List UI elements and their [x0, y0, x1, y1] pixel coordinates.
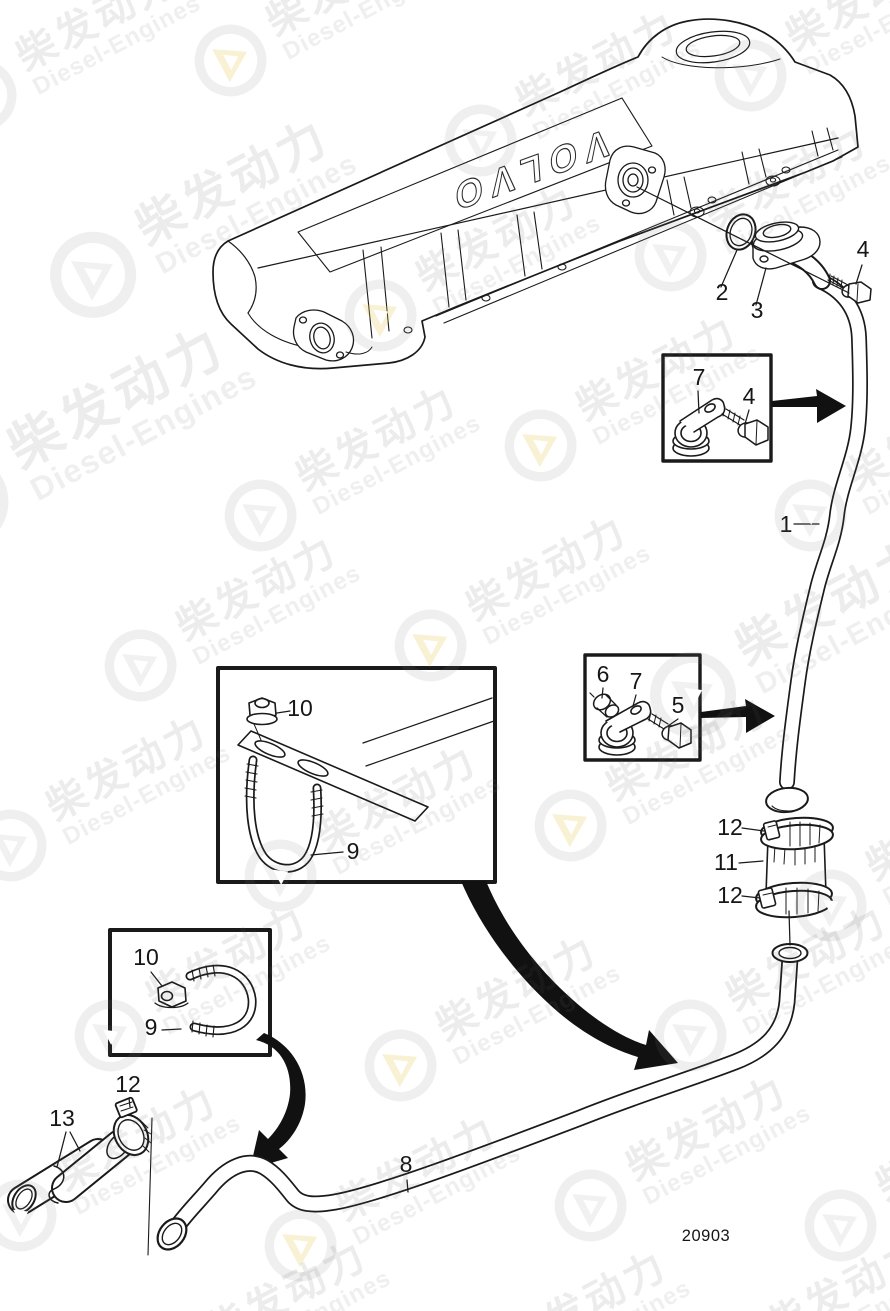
clamp-part-12-bottom: [112, 1096, 152, 1157]
oil-filler-cap: [661, 30, 781, 69]
callout-box-clamp-lower: [583, 653, 702, 762]
bolt-icon: [721, 406, 769, 446]
part-label-7-box2: 7: [630, 668, 643, 694]
pin-icon: [589, 692, 620, 718]
part-label-6-box2: 6: [597, 661, 610, 687]
valve-cover-drawing: [212, 18, 859, 370]
callout-box-ubolt-bracket: [216, 666, 497, 884]
part-label-4-top: 4: [857, 236, 870, 262]
bolt-icon: [647, 711, 692, 749]
callout-arrow-upper: [772, 389, 846, 423]
surface-lines: [362, 697, 495, 767]
part-label-10-bracket: 10: [287, 695, 313, 721]
curved-arrow-large: [461, 881, 678, 1070]
part-label-1: 1: [780, 511, 793, 537]
part-label-12-bottom: 12: [115, 1071, 141, 1097]
figure-number: 20903: [682, 1227, 730, 1245]
breather-flange: [604, 145, 666, 215]
flange-nut-icon: [246, 697, 278, 726]
part-label-11: 11: [714, 849, 738, 875]
hose-open-end-top: [771, 943, 809, 963]
part-label-9-small: 9: [145, 1014, 158, 1040]
part-label-7-box1: 7: [693, 364, 706, 390]
leader-lines: [56, 186, 863, 1193]
clamp-part-12-upper: [760, 816, 834, 851]
u-bolt-icon: [244, 755, 324, 873]
callout-box-clamp-upper: [661, 353, 773, 463]
elbow-part-3: [751, 221, 831, 290]
part-label-13: 13: [49, 1105, 75, 1131]
cover-ribs: [362, 127, 834, 339]
strap-bracket-icon: [237, 730, 429, 822]
part-label-10-small: 10: [133, 944, 159, 970]
p-clamp-icon: [598, 700, 652, 756]
left-flange-plate: [292, 309, 373, 362]
hose-collar-end: [156, 1217, 188, 1251]
part-label-2: 2: [716, 279, 729, 305]
hose-bell-end: [765, 786, 809, 814]
part-label-9-bracket: 9: [347, 838, 360, 864]
part-label-12-lower: 12: [717, 882, 743, 908]
break-line: [147, 1117, 153, 1256]
pipe-part-13: [7, 1129, 135, 1215]
cover-bolt-tabs: [689, 175, 781, 218]
p-clamp-icon: [672, 397, 726, 457]
curved-arrow-small: [250, 1033, 306, 1169]
flange-nut-icon: [154, 981, 189, 1009]
bolt-part-4-top: [827, 273, 872, 304]
part-label-3: 3: [751, 297, 764, 323]
callout-box-ubolt-small: [108, 928, 272, 1057]
part-label-12-upper: 12: [717, 814, 743, 840]
u-bolt-icon: [185, 964, 257, 1038]
part-label-5-box2: 5: [672, 692, 685, 718]
part-label-4-box1: 4: [743, 383, 756, 409]
breather-hose-part-1: [765, 273, 868, 814]
part-label-8: 8: [400, 1151, 413, 1177]
callout-arrow-lower: [701, 699, 775, 733]
